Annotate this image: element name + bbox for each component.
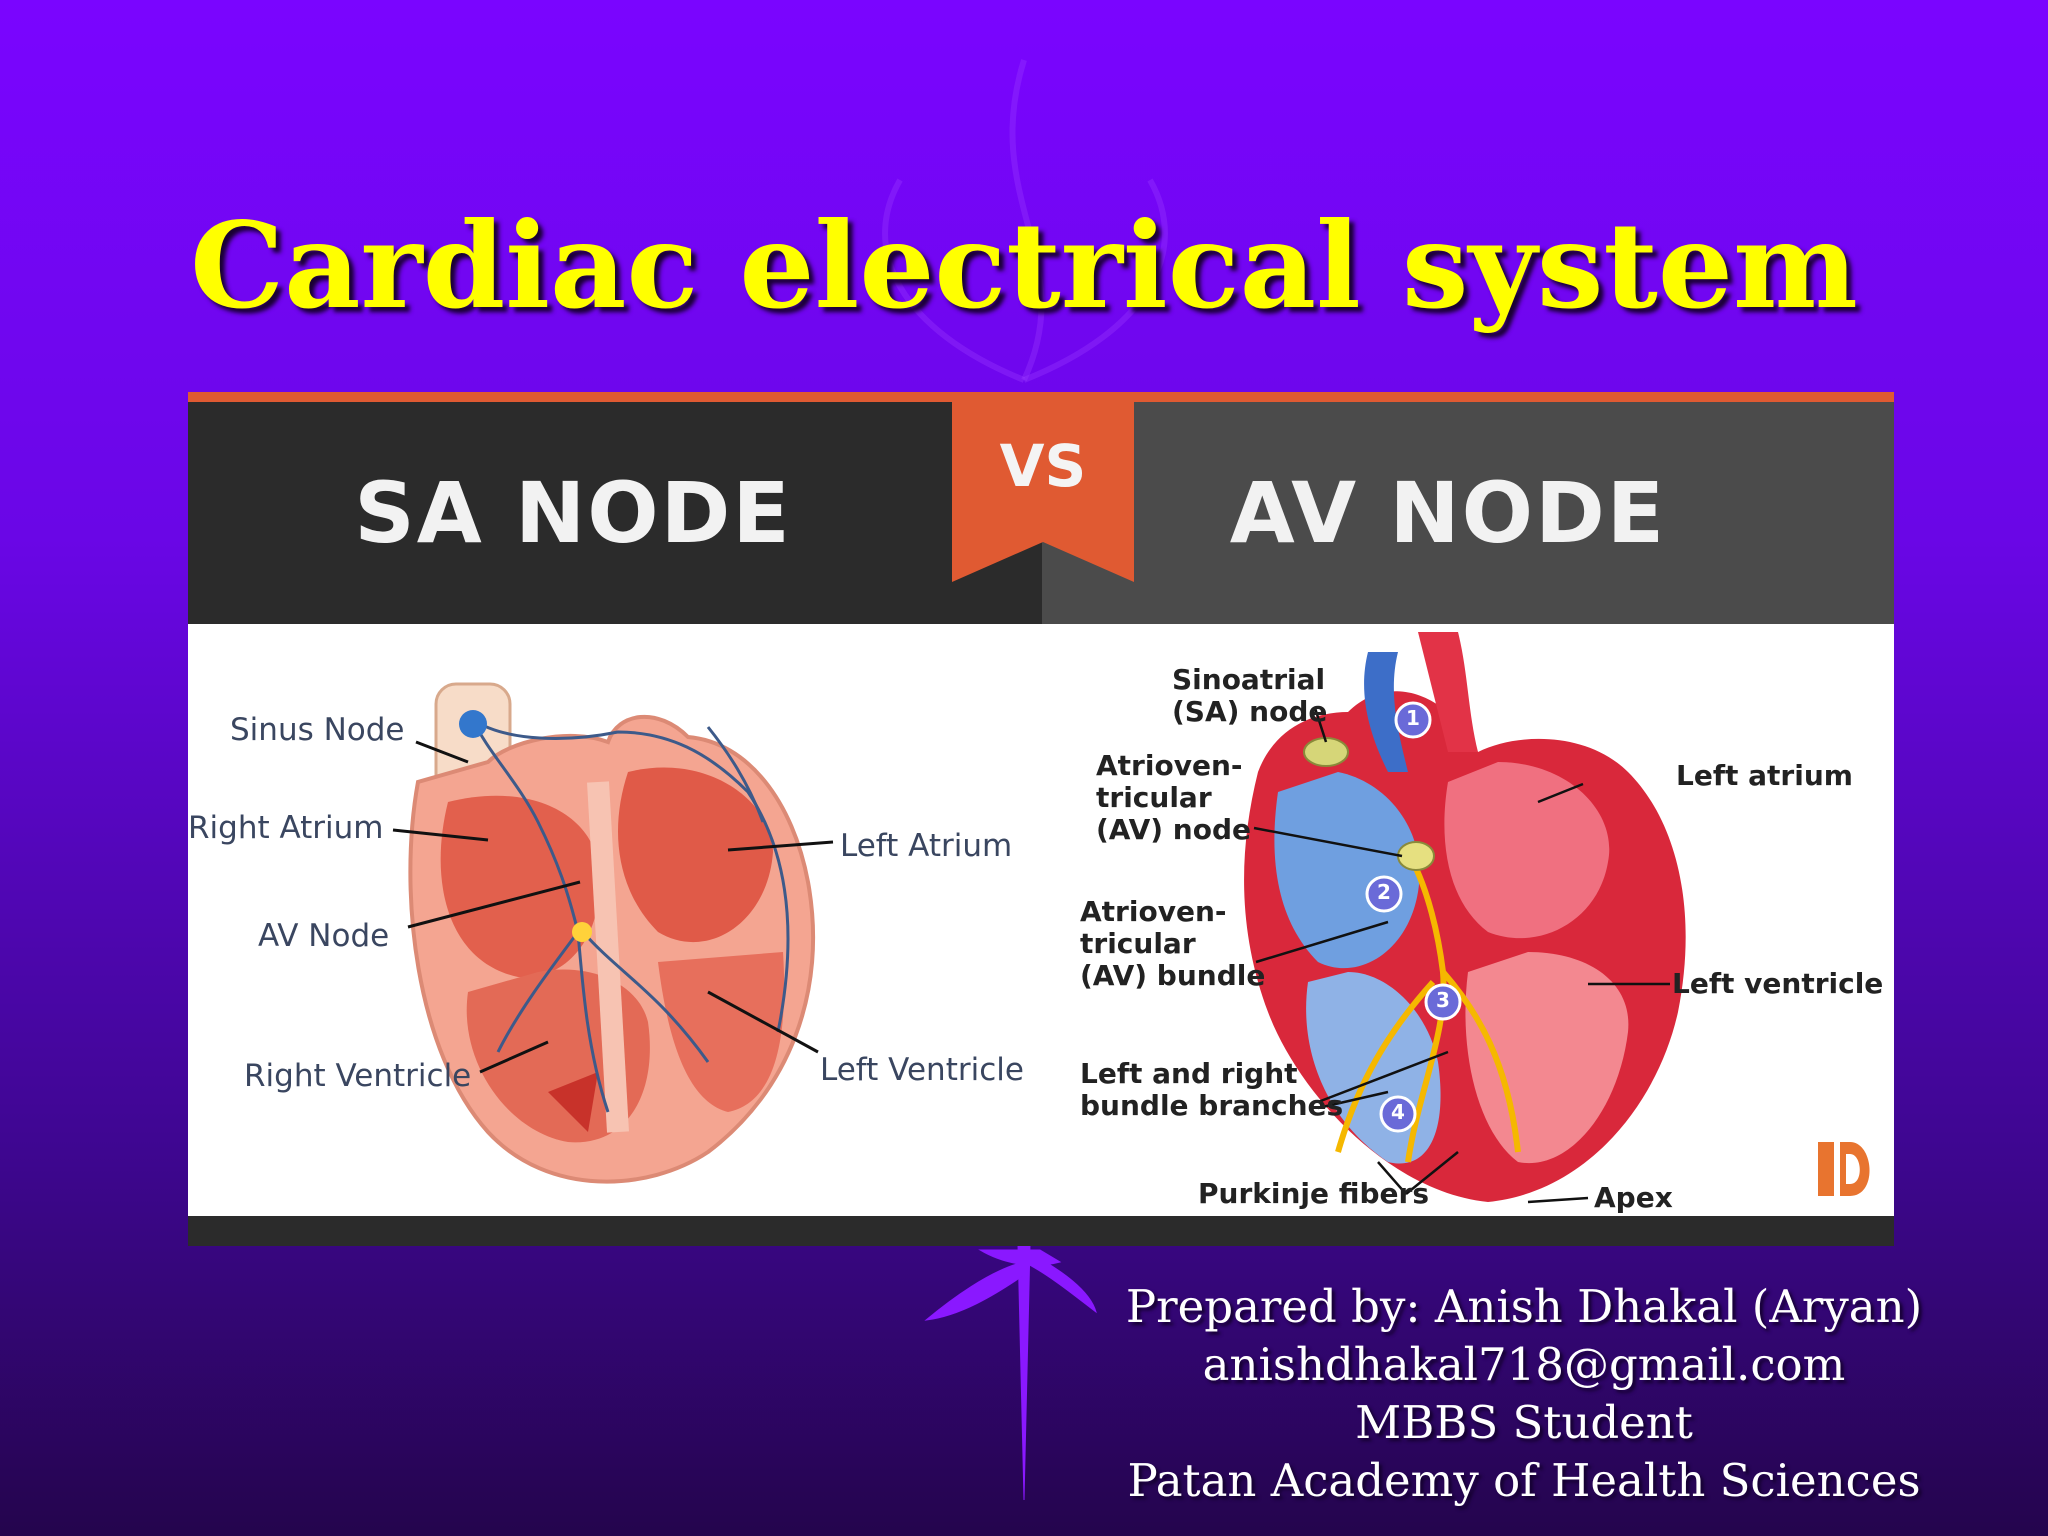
label-av-node-line1: Atrioven-	[1096, 749, 1243, 782]
label-right-ventricle: Right Ventricle	[244, 1058, 472, 1094]
brand-logo-icon	[1818, 1142, 1870, 1196]
label-sinus-node: Sinus Node	[230, 712, 405, 748]
label-sa-node-line1: Sinoatrial	[1172, 663, 1326, 696]
step-number-3: 3	[1436, 988, 1450, 1012]
label-av-node: AV Node	[258, 918, 390, 954]
banner-left	[188, 402, 1042, 624]
step-number-4: 4	[1391, 1100, 1405, 1124]
label-sa-node: Sinoatrial (SA) node	[1172, 664, 1327, 728]
vs-ribbon	[952, 392, 1134, 582]
slide-title: Cardiac electrical system	[190, 196, 1858, 335]
label-av-node-right: Atrioven- tricular (AV) node	[1096, 750, 1251, 846]
label-av-node-line2: tricular	[1096, 781, 1212, 814]
label-bundle-branches: Left and right bundle branches	[1080, 1058, 1343, 1122]
label-av-bundle-line1: Atrioven-	[1080, 895, 1227, 928]
step-number-badges	[1365, 701, 1462, 1133]
label-av-node-line3: (AV) node	[1096, 813, 1251, 846]
label-left-atrium-right: Left atrium	[1676, 759, 1853, 792]
credits-email: anishdhakal718@gmail.com	[1202, 1338, 1846, 1391]
heart-illustrations	[392, 632, 1686, 1204]
step-number-2: 2	[1377, 880, 1391, 904]
banner-right	[1042, 402, 1894, 624]
label-left-ventricle-right: Left ventricle	[1672, 967, 1884, 1000]
left-heart-illustration	[408, 682, 816, 1184]
credits-author: Prepared by: Anish Dhakal (Aryan)	[1125, 1280, 1923, 1333]
label-left-ventricle: Left Ventricle	[820, 1052, 1024, 1088]
label-sa-node-line2: (SA) node	[1172, 695, 1328, 728]
label-av-bundle: Atrioven- tricular (AV) bundle	[1080, 896, 1265, 992]
label-apex: Apex	[1594, 1181, 1673, 1214]
av-node-heading: AV NODE	[1229, 464, 1667, 562]
credits-role: MBBS Student	[1355, 1396, 1693, 1449]
infographic-bottom-bar	[188, 1216, 1894, 1246]
label-purkinje-fibers: Purkinje fibers	[1198, 1177, 1430, 1210]
sa-vs-av-infographic: SA NODE AV NODE VS	[188, 392, 1894, 1246]
label-right-atrium: Right Atrium	[188, 810, 384, 846]
credits-institution: Patan Academy of Health Sciences	[1127, 1454, 1921, 1507]
sa-node-heading: SA NODE	[354, 464, 792, 562]
infographic-banner: SA NODE AV NODE VS	[188, 392, 1894, 632]
label-left-atrium: Left Atrium	[840, 828, 1013, 864]
step-number-1: 1	[1406, 706, 1420, 730]
right-heart-illustration	[1244, 632, 1686, 1202]
label-av-bundle-line2: tricular	[1080, 927, 1196, 960]
vs-label: VS	[999, 432, 1087, 500]
label-bundle-branches-line1: Left and right	[1080, 1057, 1298, 1090]
label-av-bundle-line3: (AV) bundle	[1080, 959, 1266, 992]
credits-block: Prepared by: Anish Dhakal (Aryan) anishd…	[1120, 1278, 1928, 1510]
label-bundle-branches-line2: bundle branches	[1080, 1089, 1344, 1122]
